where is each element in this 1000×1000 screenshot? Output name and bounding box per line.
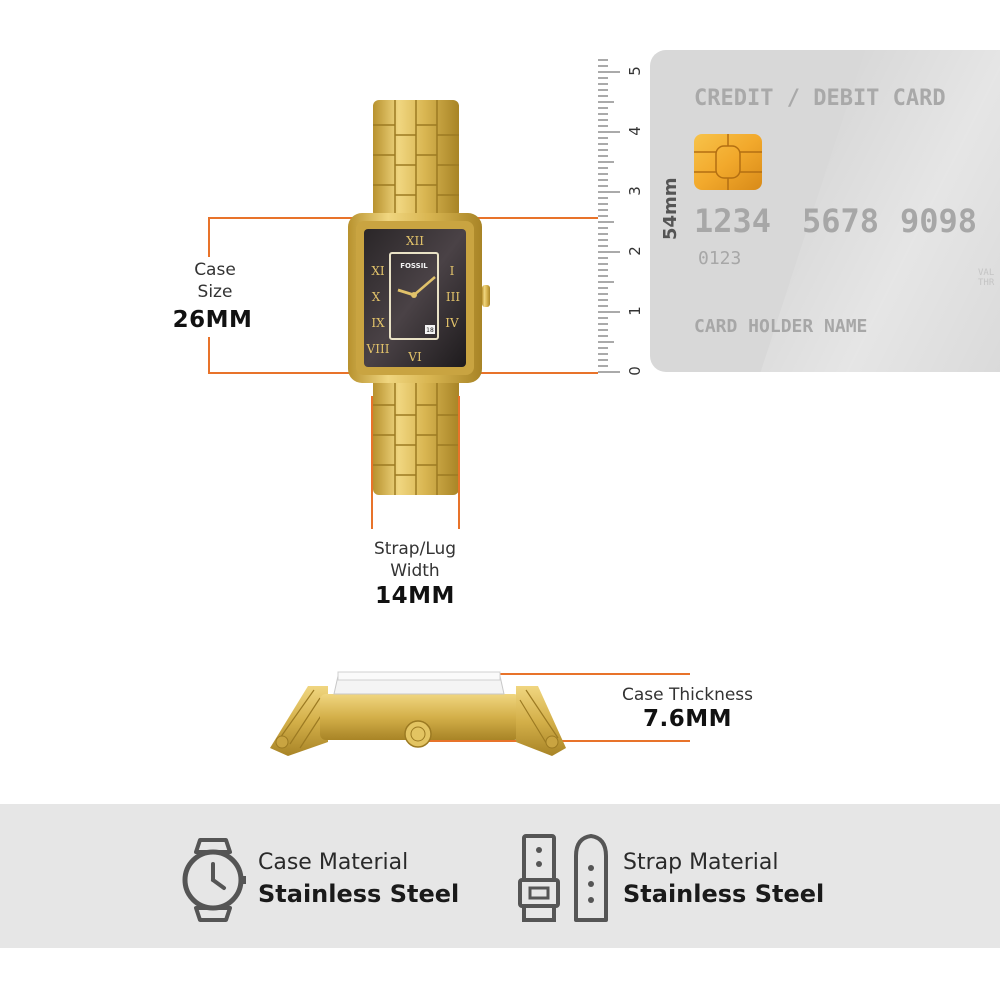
ruler-mark-label: 4 — [626, 126, 644, 136]
ruler-mark-label: 3 — [626, 186, 644, 196]
svg-text:X: X — [372, 290, 381, 304]
features-band: Case Material Stainless Steel Strap Mate… — [0, 804, 1000, 948]
strap-width-left-line — [371, 396, 373, 529]
chip-icon — [694, 134, 762, 190]
card-holder-name: CARD HOLDER NAME — [694, 316, 868, 337]
watch-front-image: XII XI I X III IX IV VIII VI FOSSIL 18 — [348, 100, 490, 495]
svg-text:XII: XII — [406, 234, 424, 248]
ruler-mark-label: 0 — [626, 366, 644, 376]
ruler-mark-label: 5 — [626, 66, 644, 76]
ruler-mark-label: 2 — [626, 246, 644, 256]
svg-text:IX: IX — [371, 316, 385, 330]
case-size-label: Case Size — [194, 260, 236, 302]
svg-text:VIII: VIII — [366, 342, 390, 356]
svg-text:VI: VI — [407, 350, 422, 364]
card-height-label: 54mm — [660, 177, 684, 240]
strap-material-title: Strap Material — [623, 850, 779, 875]
card-number-2: 5678 — [802, 202, 880, 240]
watch-icon — [182, 838, 246, 922]
credit-card: CREDIT / DEBIT CARD 1234 5678 9098 0123 … — [650, 50, 1000, 372]
case-size-vertical-line — [208, 217, 210, 257]
svg-text:XI: XI — [371, 264, 385, 278]
card-title: CREDIT / DEBIT CARD — [694, 86, 946, 111]
strap-icon — [518, 834, 608, 922]
card-valid-text: VAL THR — [978, 268, 995, 288]
svg-text:FOSSIL: FOSSIL — [400, 262, 428, 270]
card-number-1: 1234 — [694, 202, 772, 240]
thickness-top-line — [415, 673, 690, 675]
ruler — [598, 59, 620, 373]
card-small-number: 0123 — [698, 248, 742, 269]
case-material-title: Case Material — [258, 850, 409, 875]
watch-side-image — [270, 671, 566, 756]
svg-text:III: III — [446, 290, 460, 304]
strap-width-right-line — [458, 396, 460, 529]
card-number-3: 9098 — [900, 202, 978, 240]
svg-text:IV: IV — [445, 316, 459, 330]
thickness-label: Case Thickness — [621, 685, 754, 705]
case-size-vertical-line-lower — [208, 337, 210, 374]
strap-width-value: 14MM — [375, 583, 455, 609]
strap-width-label: Strap/Lug Width — [373, 539, 457, 581]
svg-text:18: 18 — [426, 327, 434, 334]
ruler-mark-label: 1 — [626, 306, 644, 316]
thickness-value: 7.6MM — [642, 706, 733, 732]
case-size-value: 26MM — [172, 307, 253, 333]
case-material-value: Stainless Steel — [258, 880, 460, 908]
strap-material-value: Stainless Steel — [623, 880, 825, 908]
svg-text:I: I — [450, 264, 455, 278]
